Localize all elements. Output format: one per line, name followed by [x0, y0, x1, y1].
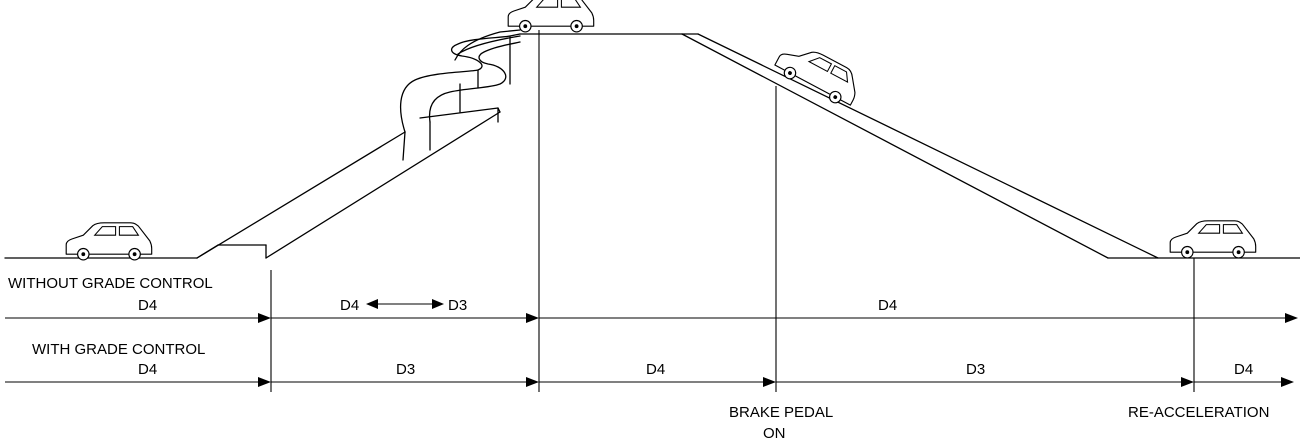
brake-pedal-label-line2: ON — [763, 425, 786, 442]
re-acceleration-label: RE-ACCELERATION — [1128, 404, 1269, 421]
car-icon-summit — [507, 0, 595, 33]
car-icon-descending — [771, 36, 866, 111]
with-seg5-label: D4 — [1234, 361, 1253, 378]
without-seg3-label: D4 — [878, 297, 897, 314]
car-icon-end — [1169, 220, 1257, 259]
with-grade-control-timeline — [5, 377, 1294, 387]
brake-pedal-label-line1: BRAKE PEDAL — [729, 404, 833, 421]
without-grade-control-timeline — [5, 299, 1298, 323]
without-seg2-left-label: D4 — [340, 297, 359, 314]
without-grade-control-label: WITHOUT GRADE CONTROL — [8, 275, 213, 292]
with-seg3-label: D4 — [646, 361, 665, 378]
without-seg2-right-label: D3 — [448, 297, 467, 314]
with-seg4-label: D3 — [966, 361, 985, 378]
without-seg1-label: D4 — [138, 297, 157, 314]
terrain — [4, 29, 1300, 259]
car-icon-start — [65, 222, 153, 261]
with-seg2-label: D3 — [396, 361, 415, 378]
with-grade-control-label: WITH GRADE CONTROL — [32, 341, 205, 358]
with-seg1-label: D4 — [138, 361, 157, 378]
reference-lines — [270, 30, 1195, 392]
